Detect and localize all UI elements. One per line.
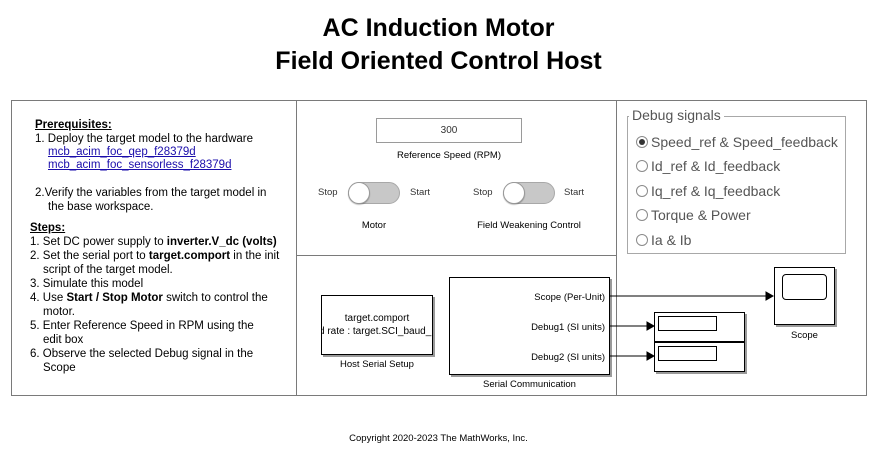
radio-button[interactable] bbox=[636, 185, 648, 197]
host-serial-setup-block[interactable]: target.comport d rate : target.SCI_baud_ bbox=[321, 295, 433, 355]
step-4: 4. Use Start / Stop Motor switch to cont… bbox=[30, 291, 268, 305]
radio-button[interactable] bbox=[636, 136, 648, 148]
step-2-suffix: in the init bbox=[230, 250, 280, 262]
scope-caption: Scope bbox=[791, 330, 818, 341]
link-sensorless-model[interactable]: mcb_acim_foc_sensorless_f28379d bbox=[48, 159, 232, 171]
step-5-line-1: 5. Enter Reference Speed in RPM using th… bbox=[30, 320, 254, 332]
fw-start-label: Start bbox=[564, 187, 585, 198]
host-serial-comport: target.comport bbox=[344, 313, 410, 324]
step-1-text: 1. Set DC power supply to bbox=[30, 236, 167, 248]
step-5-line-2: edit box bbox=[43, 334, 84, 346]
host-serial-setup-content: target.comport d rate : target.SCI_baud_ bbox=[322, 296, 432, 354]
debug-signals-title: Debug signals bbox=[629, 107, 724, 123]
debug-option-0[interactable]: Speed_ref & Speed_feedback bbox=[636, 134, 841, 153]
debug-option-label: Torque & Power bbox=[651, 207, 751, 223]
steps-heading: Steps: bbox=[30, 222, 66, 234]
step-4-bold: Start / Stop Motor bbox=[66, 292, 163, 304]
debug1-display-field bbox=[658, 316, 717, 331]
debug2-display-block[interactable] bbox=[654, 342, 745, 372]
debug-option-label: Iq_ref & Iq_feedback bbox=[651, 183, 781, 199]
divider-middle bbox=[296, 255, 617, 256]
reference-speed-label: Reference Speed (RPM) bbox=[396, 150, 502, 161]
motor-switch[interactable] bbox=[348, 182, 400, 204]
scope-icon bbox=[782, 274, 827, 300]
arrow-debug1 bbox=[646, 321, 656, 331]
step-2: 2. Set the serial port to target.comport… bbox=[30, 249, 279, 263]
port-debug1: Debug1 (SI units) bbox=[531, 322, 605, 333]
fw-stop-label: Stop bbox=[473, 187, 493, 198]
port-debug2: Debug2 (SI units) bbox=[531, 352, 605, 363]
debug1-display-block[interactable] bbox=[654, 312, 745, 342]
debug-option-2[interactable]: Iq_ref & Iq_feedback bbox=[636, 183, 841, 202]
step-4-suffix: switch to control the bbox=[162, 292, 268, 304]
step-4-text: 4. Use bbox=[30, 292, 67, 304]
motor-stop-label: Stop bbox=[318, 187, 338, 198]
step-2-text: 2. Set the serial port to bbox=[30, 250, 149, 262]
scope-block[interactable] bbox=[774, 267, 835, 325]
field-weakening-caption: Field Weakening Control bbox=[477, 220, 581, 231]
step-3: 3. Simulate this model bbox=[30, 278, 144, 290]
debug-signals-group bbox=[627, 116, 846, 254]
port-scope-per-unit: Scope (Per-Unit) bbox=[534, 292, 605, 303]
motor-start-label: Start bbox=[410, 187, 431, 198]
debug2-display-field bbox=[658, 346, 717, 361]
debug-option-label: Ia & Ib bbox=[651, 232, 692, 248]
debug-option-label: Speed_ref & Speed_feedback bbox=[651, 134, 838, 150]
divider-left bbox=[296, 100, 297, 396]
step-6-line-2: Scope bbox=[43, 362, 76, 374]
step-4-line-2: motor. bbox=[43, 306, 75, 318]
prereq-2-line-1: 2.Verify the variables from the target m… bbox=[35, 187, 267, 199]
main-area bbox=[11, 100, 867, 396]
divider-right bbox=[616, 100, 617, 396]
serial-communication-caption: Serial Communication bbox=[483, 379, 576, 390]
step-2-line-2: script of the target model. bbox=[43, 264, 173, 276]
field-weakening-switch-knob bbox=[503, 182, 525, 204]
title-line-1: AC Induction Motor bbox=[322, 14, 555, 42]
host-serial-setup-caption: Host Serial Setup bbox=[340, 359, 414, 370]
radio-button[interactable] bbox=[636, 234, 648, 246]
debug-option-4[interactable]: Ia & Ib bbox=[636, 232, 841, 251]
step-1-bold: inverter.V_dc (volts) bbox=[166, 236, 277, 248]
debug-option-label: Id_ref & Id_feedback bbox=[651, 158, 781, 174]
arrow-debug2 bbox=[646, 351, 656, 361]
title-line-2: Field Oriented Control Host bbox=[275, 47, 602, 75]
prereq-1: 1. Deploy the target model to the hardwa… bbox=[35, 133, 253, 145]
arrow-scope bbox=[765, 291, 775, 301]
field-weakening-switch[interactable] bbox=[503, 182, 555, 204]
radio-button[interactable] bbox=[636, 209, 648, 221]
motor-caption: Motor bbox=[361, 220, 387, 231]
link-qep-model[interactable]: mcb_acim_foc_qep_f28379d bbox=[48, 146, 196, 158]
copyright-footer: Copyright 2020-2023 The MathWorks, Inc. bbox=[349, 433, 528, 444]
radio-button[interactable] bbox=[636, 160, 648, 172]
prerequisites-heading: Prerequisites: bbox=[35, 119, 112, 131]
step-2-bold: target.comport bbox=[148, 250, 231, 262]
reference-speed-input[interactable]: 300 bbox=[376, 118, 522, 143]
serial-communication-block[interactable]: Scope (Per-Unit) Debug1 (SI units) Debug… bbox=[449, 277, 610, 375]
debug-option-3[interactable]: Torque & Power bbox=[636, 207, 841, 226]
debug-option-1[interactable]: Id_ref & Id_feedback bbox=[636, 158, 841, 177]
motor-switch-knob bbox=[348, 182, 370, 204]
prereq-2-line-2: the base workspace. bbox=[48, 201, 154, 213]
step-6-line-1: 6. Observe the selected Debug signal in … bbox=[30, 348, 254, 360]
host-serial-baud: d rate : target.SCI_baud_ bbox=[322, 326, 432, 337]
step-1: 1. Set DC power supply to inverter.V_dc … bbox=[30, 235, 277, 249]
